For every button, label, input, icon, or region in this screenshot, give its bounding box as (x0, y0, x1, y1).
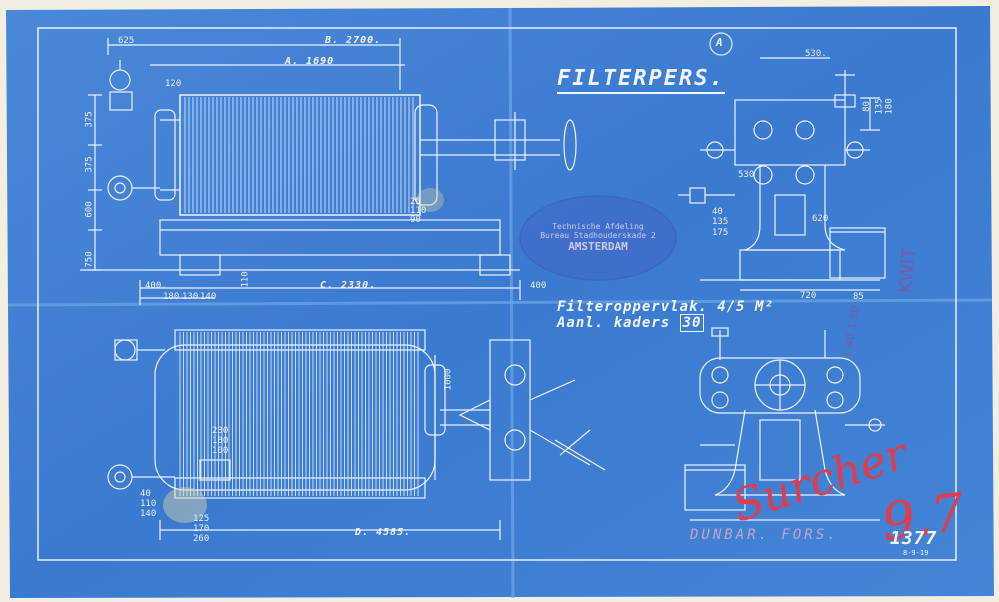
drawing-border (37, 27, 957, 561)
dim-375b: 375 (84, 156, 95, 173)
dim-a-label: A. 1690 (285, 56, 335, 67)
stamp-line-1: Technische Afdeling (552, 222, 644, 231)
dim-110-bottom: 110 (140, 499, 157, 509)
dim-85: 85 (853, 292, 864, 302)
dim-600: 600 (84, 201, 95, 218)
dim-180-side: 180 (884, 98, 895, 115)
dim-d-label: D. 4585. (355, 527, 412, 538)
drawing-title: FILTERPERS. (557, 68, 725, 94)
dim-1000: 1000 (443, 368, 454, 391)
dim-135b: 135 (712, 217, 729, 227)
circled-mark-label: A (716, 36, 724, 49)
filter-plates-bottom-lines (179, 332, 419, 496)
dim-170: 170 (193, 524, 210, 534)
circled-mark (709, 32, 733, 56)
faded-red-text: DUNBAR. FORS. (690, 527, 839, 543)
dim-130: 130 (182, 292, 199, 302)
filter-area-label: Filteroppervlak. (557, 299, 708, 315)
drawing-number: 1377 (890, 528, 938, 549)
dim-175: 175 (712, 228, 729, 238)
dim-180: 180 (163, 292, 180, 302)
stamp-text: Technische Afdeling Bureau Stadhouderska… (528, 222, 668, 253)
office-stamp (519, 195, 677, 281)
filter-area-row: Filteroppervlak. 4/5 M² (557, 300, 774, 314)
dim-375a: 375 (84, 111, 95, 128)
dim-400b: 400 (530, 281, 547, 291)
frames-row: Aanl. kaders 30 (557, 314, 705, 332)
dim-120: 120 (165, 79, 182, 89)
stamp-line-2: Bureau Stadhouderskade 2 (540, 231, 656, 240)
dim-40-bottom: 40 (140, 489, 151, 499)
dim-135: 135 (874, 98, 885, 115)
dim-b-label: B. 2700. (325, 35, 382, 46)
dim-180-bottom: 180 (212, 436, 229, 446)
dim-230: 230 (212, 426, 229, 436)
purple-text: KWIT (895, 247, 921, 294)
dim-140: 140 (200, 292, 217, 302)
filter-area-unit: M² (755, 299, 774, 315)
dim-625: 625 (118, 36, 135, 46)
dim-260: 260 (193, 534, 210, 544)
dim-140-bottom: 140 (140, 509, 157, 519)
dim-80: 80 (861, 101, 872, 112)
dim-620: 620 (812, 214, 829, 224)
fold-line-horizontal (7, 298, 993, 307)
filter-plates-top-lines (184, 97, 414, 213)
dim-90: 90 (410, 215, 421, 225)
frames-value: 30 (679, 314, 705, 332)
dim-25: 25 (410, 197, 421, 207)
filter-area-value: 4/5 (717, 299, 746, 315)
dim-110: 110 (410, 206, 427, 216)
stain (163, 487, 207, 523)
dim-c-label: C. 2330. (320, 280, 377, 291)
frames-label: Aanl. kaders (557, 315, 671, 331)
dim-125: 125 (193, 514, 210, 524)
stamp-line-3: AMSTERDAM (568, 240, 628, 253)
dim-100: 100 (212, 446, 229, 456)
dim-110b: 110 (240, 271, 251, 288)
dim-750: 750 (84, 251, 95, 268)
dim-530a: 530. (805, 49, 827, 59)
dim-720: 720 (800, 291, 817, 301)
dim-40: 40 (712, 207, 723, 217)
dim-530b: 530 (738, 170, 755, 180)
stain (416, 188, 444, 212)
drawing-date: 8-9-19 (903, 549, 929, 557)
dim-400a: 400. (145, 281, 167, 291)
